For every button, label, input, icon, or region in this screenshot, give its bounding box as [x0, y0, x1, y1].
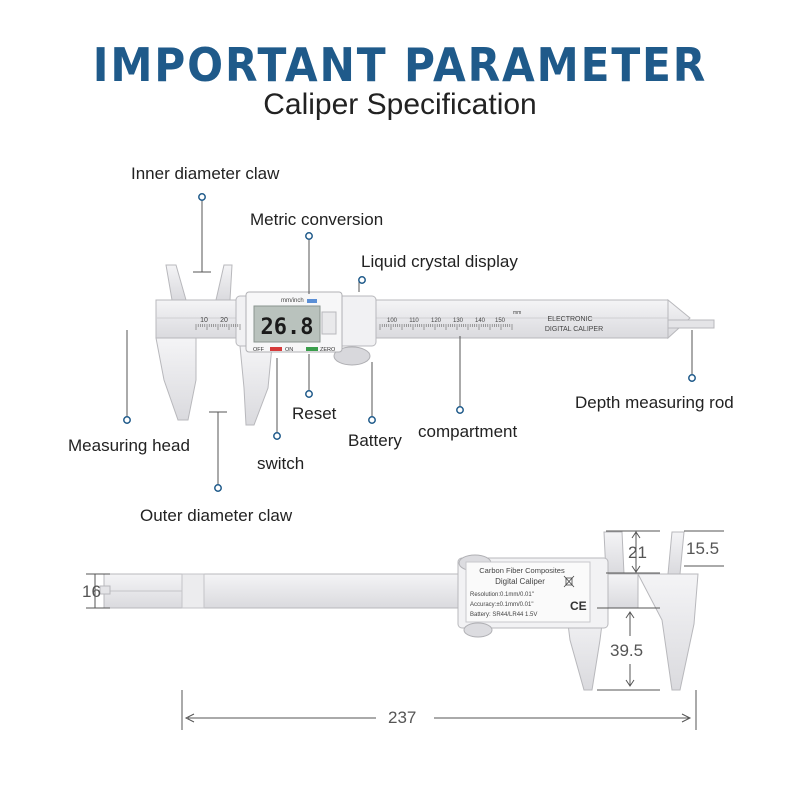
dimension-inner-jaw-width: 15.5: [686, 539, 720, 558]
label-switch: switch: [257, 454, 305, 473]
back-outer-jaw-fixed: [637, 573, 699, 691]
dimension-lines: [86, 530, 724, 730]
scale-label-110: 110: [409, 318, 419, 324]
outer-jaw-fixed: [155, 337, 197, 421]
caliper-front-view: 26.8 mm/inch OFF ON ZERO 10 20 100 110 1…: [155, 264, 715, 426]
dimension-total-length: 237: [388, 708, 417, 727]
pointer-dot-compartment: [456, 406, 464, 414]
spec-line-4: Accuracy:±0.1mm/0.01": [470, 602, 533, 608]
spec-line-5: Battery: SR44/LR44 1.5V: [470, 612, 537, 618]
depth-rod: [667, 319, 715, 329]
brand-line-2: DIGITAL CALIPER: [545, 326, 603, 333]
scale-label-10: 10: [200, 317, 208, 324]
label-measuring-head: Measuring head: [68, 436, 190, 455]
off-on-red-mark: [270, 347, 282, 351]
callout-pointers: [126, 197, 693, 488]
outer-jaw-sliding: [239, 345, 273, 426]
scale-label-140: 140: [475, 318, 486, 324]
pointer-dot-measuring-head: [123, 416, 131, 424]
scale-unit-mm: mm: [513, 310, 521, 316]
scale-label-120: 120: [431, 318, 442, 324]
label-depth-measuring-rod: Depth measuring rod: [575, 393, 734, 412]
label-liquid-crystal-display: Liquid crystal display: [361, 252, 518, 271]
pointer-dot-depth-rod: [688, 374, 696, 382]
back-inner-jaw-fixed: [667, 531, 685, 575]
unit-label: mm/inch: [281, 298, 304, 304]
label-battery: Battery: [348, 431, 402, 450]
caliper-back-view: Carbon Fiber Composites Digital Caliper …: [99, 531, 699, 691]
scale-label-100: 100: [387, 318, 398, 324]
lcd-reading: 26.8: [261, 315, 314, 340]
metric-button-indicator: [307, 299, 317, 303]
spec-line-3: Resolution:0.1mm/0.01": [470, 592, 534, 598]
pointer-dot-reset: [305, 390, 313, 398]
pointer-dot-switch: [273, 432, 281, 440]
zero-label: ZERO: [320, 347, 336, 353]
inner-claw-sliding: [215, 264, 233, 301]
weee-bin-icon: [563, 575, 575, 588]
scale-label-130: 130: [453, 318, 464, 324]
pointer-dot-metric: [305, 232, 313, 240]
back-depth-rod: [99, 585, 111, 595]
dimension-beam-width: 16: [82, 582, 101, 601]
inner-claw-fixed: [165, 264, 187, 301]
dimension-outer-jaw: 39.5: [610, 641, 644, 660]
dimension-inner-jaw: 21: [628, 543, 647, 562]
spec-line-2: Digital Caliper: [495, 577, 545, 586]
page-subtitle: Caliper Specification: [263, 88, 537, 121]
thumb-wheel: [333, 346, 371, 366]
label-reset: Reset: [292, 404, 337, 423]
on-label: ON: [285, 347, 293, 353]
pointer-dot-lcd: [358, 276, 366, 284]
off-label: OFF: [253, 347, 265, 353]
ce-mark: CE: [570, 599, 587, 613]
pointer-dot-outer-claw: [214, 484, 222, 492]
pointer-dot-battery: [368, 416, 376, 424]
brand-line-1: ELECTRONIC: [547, 316, 592, 323]
scale-ticks: [195, 324, 513, 330]
scale-label-150: 150: [495, 318, 506, 324]
pointer-dot-inner-claw: [198, 193, 206, 201]
scale-label-20: 20: [220, 317, 228, 324]
label-metric-conversion: Metric conversion: [250, 210, 384, 229]
label-inner-diameter-claw: Inner diameter claw: [131, 164, 280, 183]
label-compartment: compartment: [418, 422, 518, 441]
page-title: IMPORTANT PARAMETER: [92, 38, 708, 92]
spec-plate: [465, 561, 591, 623]
label-outer-diameter-claw: Outer diameter claw: [140, 506, 293, 525]
spec-line-1: Carbon Fiber Composites: [479, 566, 565, 575]
lcd-screen: [253, 305, 321, 343]
